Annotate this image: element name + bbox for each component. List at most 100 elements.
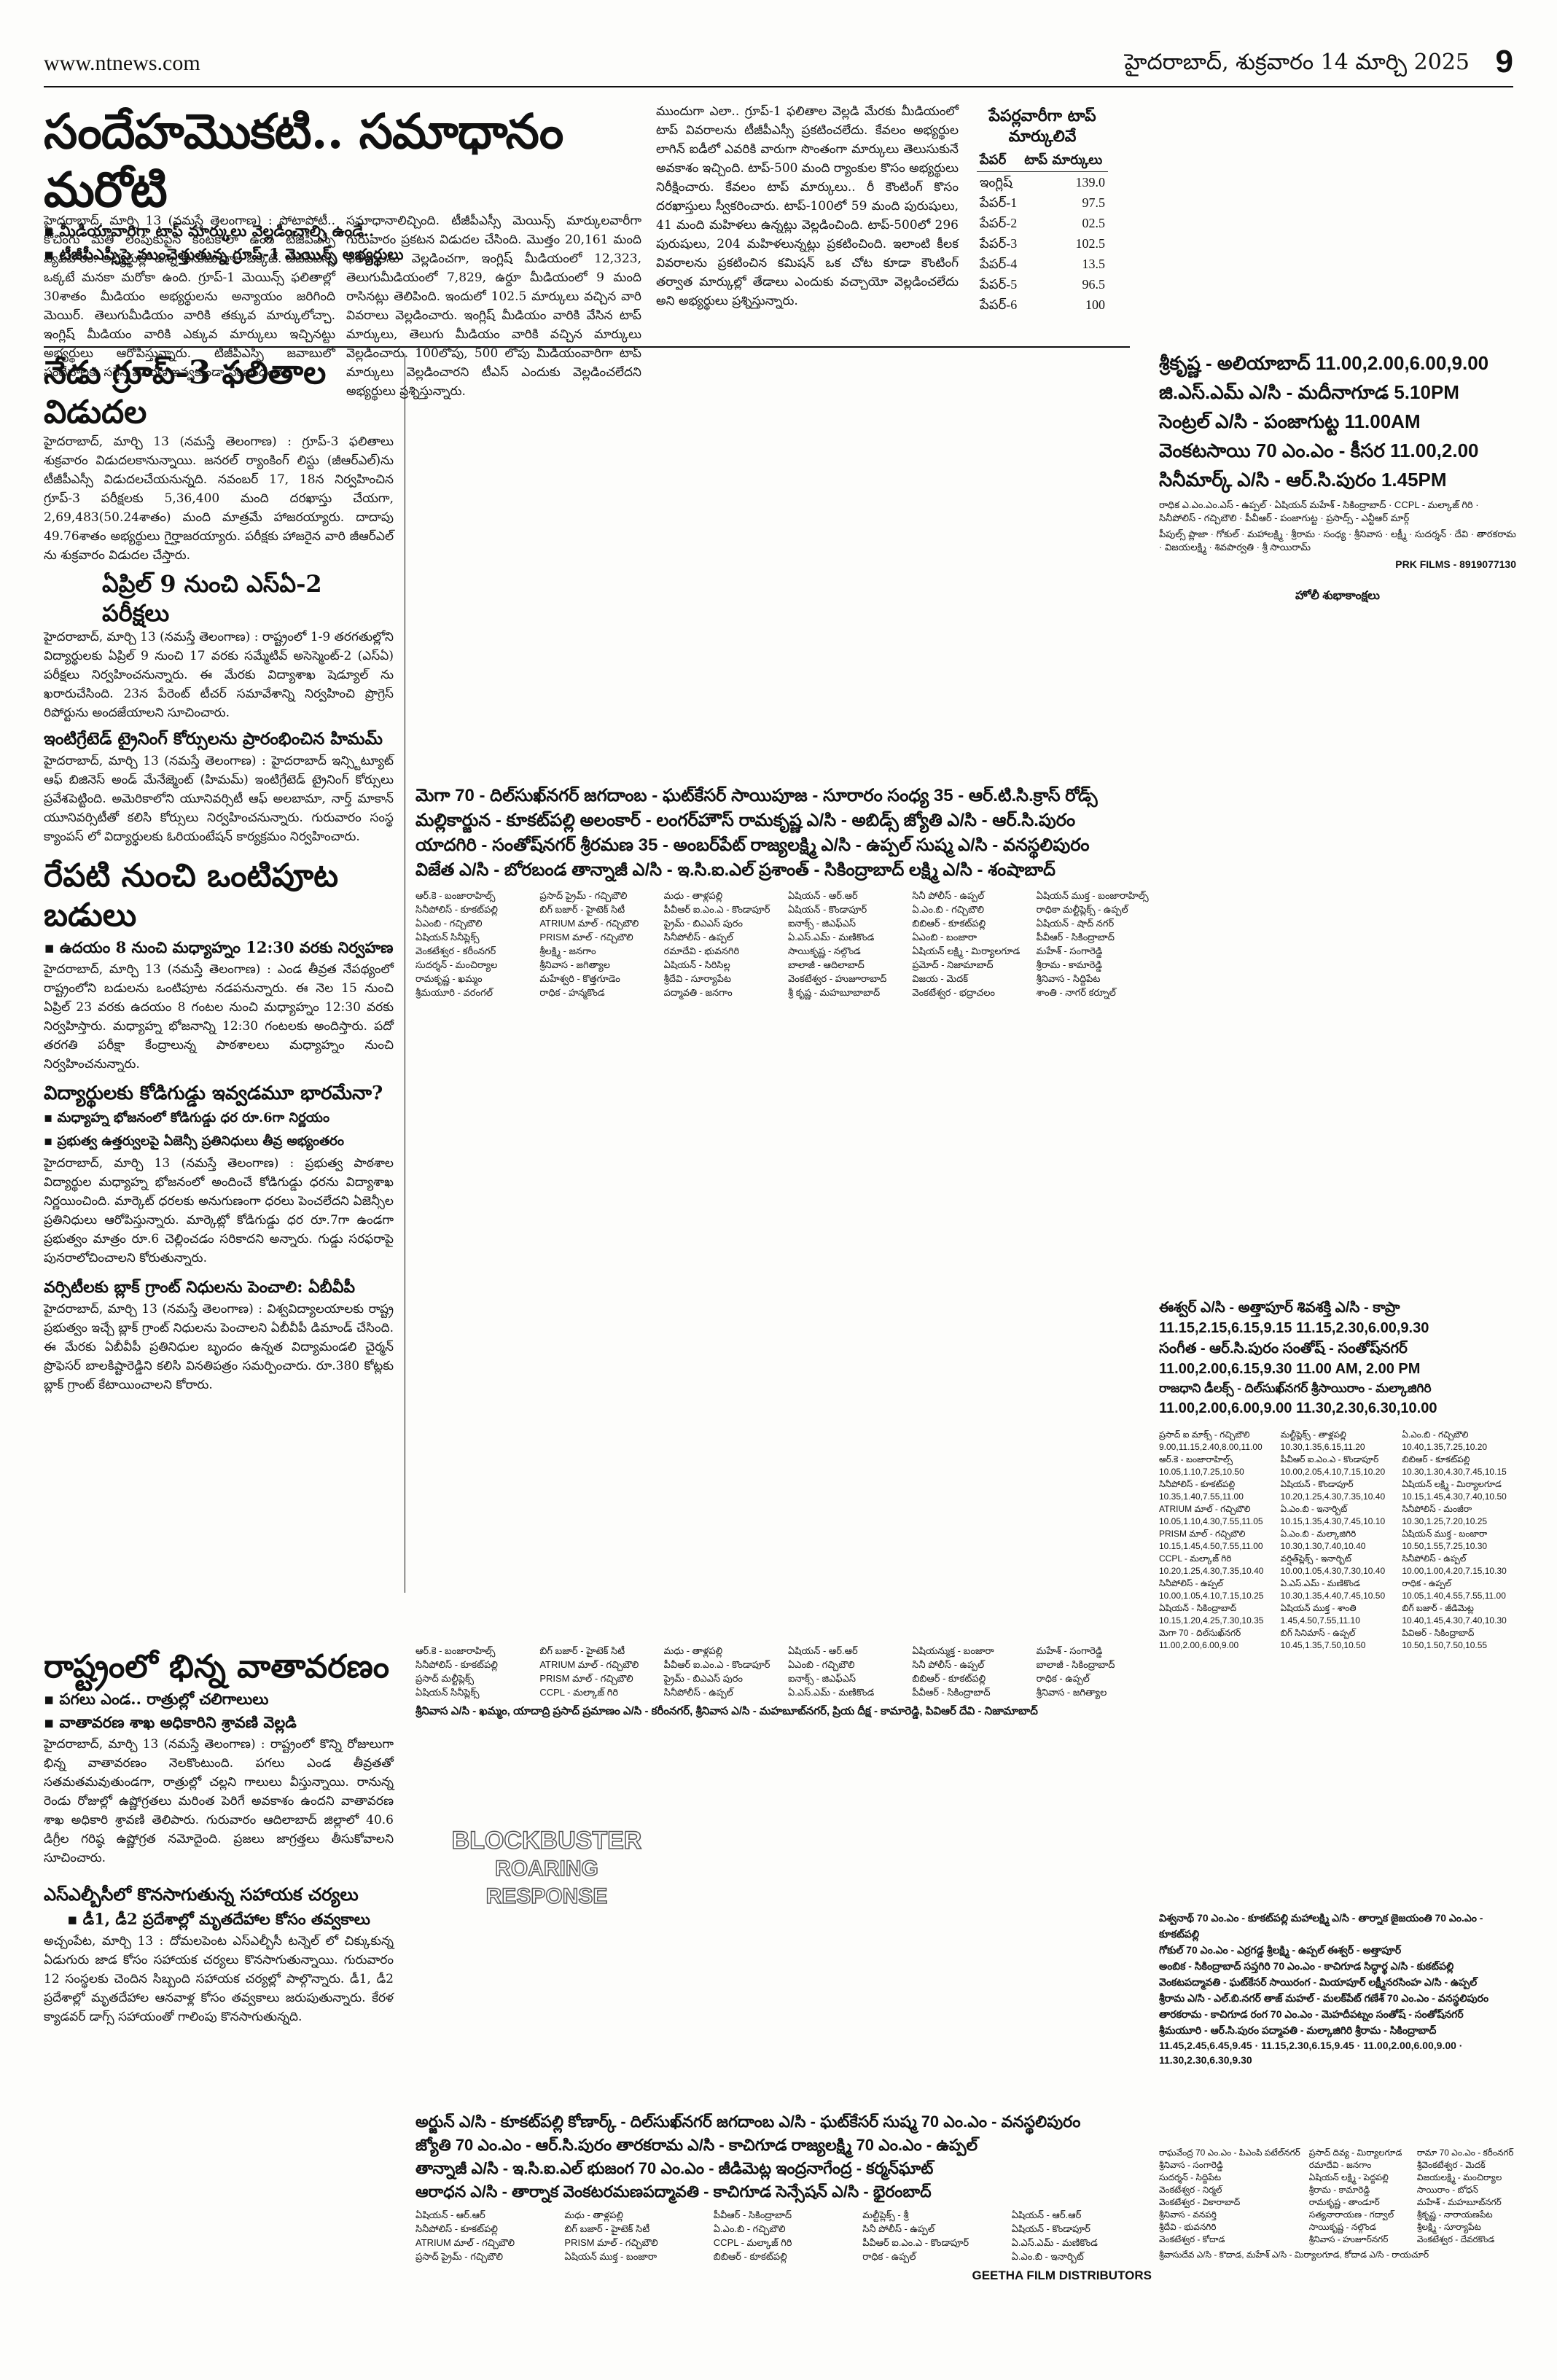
theatre-item: శ్రీనివాస - సంగారెడ్డి <box>1159 2160 1223 2170</box>
theatre-item: మహేశ్వరి - కొత్తగూడెం <box>539 973 620 984</box>
listing-line: మెగా 70 - దిల్‌సుఖ్‌నగర్ జగదాంబ - ఘట్‌కే… <box>415 786 1098 805</box>
theatre-item: 10.50,1.50,7.50,10.55 <box>1402 1640 1488 1650</box>
theatre-item: ఐనాక్స్ - జిఎఫ్ఎస్ <box>787 1673 856 1684</box>
theatre-item: మధు - తాళ్లపల్లి <box>663 1645 723 1656</box>
listing-line: 11.00,2.00,6.00,9.00 11.30,2.30,6.30,10.… <box>1159 1400 1437 1416</box>
lead-body-col-2: సమాధానాలిచ్చింది. టీజీపీఎస్సీ మెయిన్స్ మ… <box>346 211 641 405</box>
halfday-body: హైదరాబాద్, మార్చి 13 (నమస్తే తెలంగాణ) : … <box>44 962 394 1072</box>
theatre-item: 10.00,2.05,4.10,7.15,10.20 <box>1280 1467 1386 1477</box>
theatre-grid: ఏషియన్ - ఆర్‌.ఆర్మధు - తాళ్లపల్లిపీవీఆర్… <box>415 2208 1152 2263</box>
listing-line: రాజధాని డీలక్స్ - దిల్‌సుఖ్‌నగర్ శ్రీసాయ… <box>1159 1381 1432 1395</box>
theatre-item: ఏ.ఎస్.ఎమ్ - మణికొండ <box>1280 1578 1360 1588</box>
theatre-item: ఏ.ఎస్.ఎమ్ - మణికొండ <box>1011 2237 1098 2248</box>
theatre-item: ప్రసాద్ ప్రైమ్ - గచ్చిబౌలి <box>539 890 628 901</box>
left-column: నేడు గ్రూప్-3 ఫలితాల విడుదల హైదరాబాద్, మ… <box>44 354 394 1399</box>
site-url[interactable]: www.ntnews.com <box>44 51 200 75</box>
theatre-item: మహేశ్ - మహబూబ్‌నగర్ <box>1416 2197 1502 2207</box>
theatre-item: మధు - తాళ్లపల్లి <box>564 2209 623 2220</box>
listing-line: 11.00,2.00,6.15,9.30 11.00 AM, 2.00 PM <box>1159 1361 1421 1377</box>
sa2-body: హైదరాబాద్, మార్చి 13 (నమస్తే తెలంగాణ) : … <box>44 630 394 720</box>
theatre-item: PRISM మాల్ - గచ్చిబౌలి <box>564 2237 658 2248</box>
theatre-item: మెగా 70 - దిల్‌సుఖ్‌నగర్ <box>1159 1628 1241 1638</box>
group3-headline: నేడు గ్రూప్-3 ఫలితాల విడుదల <box>44 354 327 431</box>
listing-line: ఈశ్వర్ ఎ/సి - అత్తాపూర్ శివశక్తి ఎ/సి - … <box>1159 1300 1400 1316</box>
cinema-ad-top: శ్రీకృష్ణ - అలియాబాద్ 11.00,2.00,6.00,9.… <box>1159 348 1516 604</box>
lead-sub-1: మీడియావారిగా టాప్ మార్కులు వెల్లడించాల్స… <box>44 220 685 242</box>
theatre-item: 10.45,1.35,7.50,10.50 <box>1280 1640 1366 1650</box>
theatre-item: పీవీఆర్ ఐ.ఎం.ఎ - కొండాపూర్ <box>862 2237 969 2248</box>
theatre-item: మల్టీప్లెక్స్ - శ్రీ <box>862 2209 909 2220</box>
weather-column: రాష్ట్రంలో భిన్న వాతావరణం పగలు ఎండ.. రాత… <box>44 1647 394 2031</box>
ad-theatre-line: వెంకటసాయి 70 ఎం.ఎం - కీసర 11.00,2.00 <box>1159 440 1479 461</box>
table-cell: పేపర్-4 <box>980 257 1018 271</box>
theatre-item: శ్రీనివాస - జగిత్యాల <box>1036 1687 1107 1698</box>
theatre-item: ఏషియన్ ముక్త - బంజారా <box>1402 1529 1488 1539</box>
listing-line: అర్జున్ ఎ/సి - కూకట్‌పల్లి కోణార్క్ - ది… <box>415 2112 1081 2131</box>
cinema-listing-right: ఈశ్వర్ ఎ/సి - అత్తాపూర్ శివశక్తి ఎ/సి - … <box>1159 1298 1516 1419</box>
weather-headline: రాష్ట్రంలో భిన్న వాతావరణం <box>44 1648 390 1685</box>
theatre-item: 10.15,1.35,4.30,7.45,10.10 <box>1280 1516 1386 1526</box>
theatre-item: వెంకటేశ్వర - హుజూరాబాద్ <box>787 973 887 984</box>
bottom-right-footer: శ్రీవాసుదేవ ఎ/సి - కొదాడ, మహేశ్ ఎ/సి - మ… <box>1159 2250 1429 2260</box>
marks-table-box: పేపర్లవారీగా టాప్ మార్కులివే పేపర్ టాప్ … <box>977 106 1108 315</box>
theatre-item: ప్రసాద్ దివ్య - మిర్యాలగూడ <box>1308 2147 1402 2158</box>
theatre-item: బిగ్ బజార్ - హైటెక్ సిటీ <box>564 2223 650 2234</box>
bottom-distributor: GEETHA FILM DISTRIBUTORS <box>972 2268 1152 2282</box>
theatre-item: CCPL - మల్కాజ్ గిరి <box>539 1687 619 1698</box>
theatre-item: సాయికృష్ణ - నల్గొండ <box>1308 2222 1376 2232</box>
lead-headline: సందేహమొకటి.. సమాధానం మరోటి <box>44 103 563 218</box>
theatre-item: బిబిఆర్ - కూకట్‌పల్లి <box>1402 1454 1470 1464</box>
theatre-item: రాధిక - ఉప్పల్ <box>1036 1673 1090 1684</box>
holi-greeting: హోలీ శుభాకాంక్షలు <box>1295 590 1380 602</box>
theatre-item: 10.20,1.25,4.30,7.35,10.40 <box>1159 1566 1264 1576</box>
theatre-item: 10.40,1.45,4.30,7.40,10.30 <box>1402 1615 1507 1626</box>
theatre-item: వెంకటేశ్వర - వికారాబాద్ <box>1159 2197 1241 2207</box>
ad-distributor: PRK FILMS - 8919077130 <box>1395 558 1516 570</box>
theatre-item: వెంకటేశ్వర - కరీంనగర్ <box>415 945 496 956</box>
theatre-item: ప్రసాద్ మల్టీప్లెక్స్ <box>415 1673 475 1684</box>
theatre-item: పీవీఆర్ ఐ.ఎం.ఎ - కొండాపూర్ <box>1280 1454 1379 1464</box>
theatre-item: ఆర్.కె - బంజారాహిల్స్ <box>1159 1454 1233 1464</box>
theatre-item: సినీపోలిస్ - కూకట్‌పల్లి <box>415 1659 498 1670</box>
weather-sub-1: పగలు ఎండ.. రాత్రుల్లో చలిగాలులు <box>44 1688 394 1710</box>
theatre-item: ప్రైమ్ - బిఎఎస్ పురం <box>663 1673 743 1684</box>
theatre-item: ఏషియన్ - ఆర్‌.ఆర్ <box>787 890 858 901</box>
theatre-item: విజయ - మెదక్ <box>912 973 969 984</box>
blockbuster-watermark: BLOCKBUSTER ROARING RESPONSE <box>415 1826 678 1911</box>
theatre-item: సినీపోలిస్ - మంజీరా <box>1402 1504 1472 1514</box>
theatre-item: ఏషియన్ - ఆర్‌.ఆర్ <box>787 1645 858 1656</box>
theatre-item: వెంకటేశ్వర - నిర్మల్ <box>1159 2185 1222 2195</box>
theatre-item: ఏషియన్ ముక్త - బంజారాహిల్స్ <box>1036 890 1149 901</box>
theatre-item: 10.30,1.35,6.15,11.20 <box>1280 1442 1365 1452</box>
listing-line: శ్రీరామ ఎ/సి - ఎల్.బి.నగర్ తాజ్ మహల్ - మ… <box>1159 1992 1489 2004</box>
theatre-item: ఏ.ఎం.బి - గచ్చిబౌలి <box>713 2223 786 2234</box>
group3-body: హైదరాబాద్, మార్చి 13 (నమస్తే తెలంగాణ) : … <box>44 434 394 563</box>
lead-body-col-1: హైదరాబాద్, మార్చి 13 (నమస్తే తెలంగాణ) : … <box>44 211 335 386</box>
theatre-item: ఏషియన్ లక్ష్మి - మిర్యాలగూడ <box>1402 1479 1502 1489</box>
theatre-item: ఏషియన్ - సిరిసిల్ల <box>663 959 730 970</box>
slbc-kicker: డీ1, డీ2 ప్రదేశాల్లో మృతదేహాల కోసం తవ్వక… <box>44 1908 394 1930</box>
theatre-item: శ్రీవెంకటేశ్వర - మెదక్ <box>1416 2160 1486 2170</box>
theatre-item: 10.20,1.25,4.30,7.35,10.40 <box>1280 1491 1386 1502</box>
theatre-item: వర్షిత్‌ప్లెక్స్ - ఇనార్బిట్ <box>1280 1553 1351 1564</box>
lead-body-3: ముందుగా ఎలా.. గ్రూప్-1 ఫలితాల వెల్లడి మే… <box>656 104 959 308</box>
table-row: ఇంగ్లిష్139.0 <box>977 172 1108 193</box>
page-number: 9 <box>1495 44 1513 79</box>
lead-sub-2: టీజీపీఎస్సీపై ముంచెత్తుతున్న గ్రూప్-1 మె… <box>44 243 685 265</box>
theatre-item: 10.30,1.30,7.40,10.40 <box>1280 1541 1366 1551</box>
theatre-item: ఏషియన్ సినీప్లెక్స్ <box>415 1687 480 1698</box>
theatre-item: ఏషియన్ - కొండాపూర్ <box>1011 2223 1090 2234</box>
theatre-item: ATRIUM మాల్ - గచ్చిబౌలి <box>1159 1504 1251 1514</box>
listing-line: శ్రీమయూరి - ఆర్.సి.పురం పద్మావతి - మల్కా… <box>1159 2024 1437 2036</box>
theatre-item: ప్రసాద్ ప్రైమ్ - గచ్చిబౌలి <box>415 2251 504 2262</box>
himam-body: హైదరాబాద్, మార్చి 13 (నమస్తే తెలంగాణ) : … <box>44 754 394 844</box>
table-cell: పేపర్-6 <box>980 297 1018 312</box>
theatre-item: ATRIUM మాల్ - గచ్చిబౌలి <box>415 2237 515 2248</box>
theatre-item: 10.35,1.40,7.55,11.00 <box>1159 1491 1244 1502</box>
marks-table: పేపర్ టాప్ మార్కులు ఇంగ్లిష్139.0 పేపర్-… <box>977 149 1108 315</box>
theatre-item: ప్రైమ్ - బిఎఎస్ పురం <box>663 918 743 929</box>
